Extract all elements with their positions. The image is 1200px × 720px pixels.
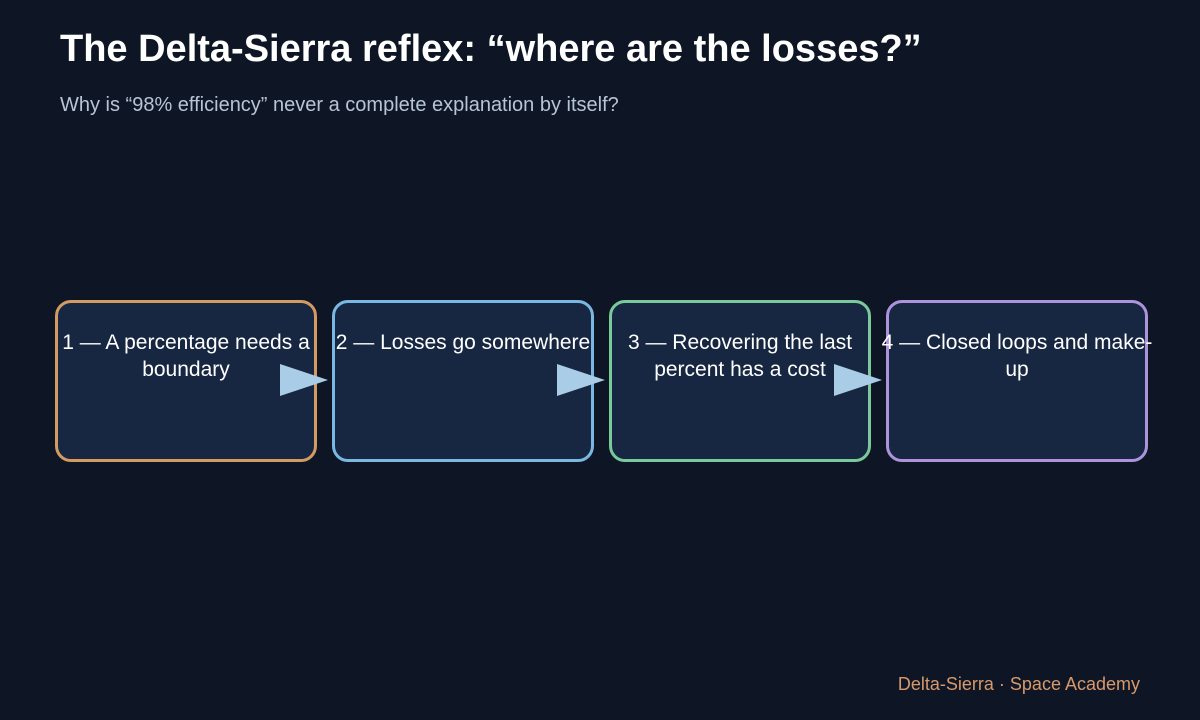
step-label: 3 — Recovering the last percent has a co… [627,331,853,381]
footer-credit: Delta-Sierra · Space Academy [897,674,1140,694]
step-box-3: 3 — Recovering the last percent has a co… [609,300,871,462]
step-label: 2 — Losses go somewhere [335,331,591,354]
step-box-4: 4 — Closed loops and make-up [882,300,1152,462]
arrow-right-icon [834,364,882,396]
page-subtitle: Why is “98% efficiency” never a complete… [60,94,619,116]
step-label: 4 — Closed loops and make-up [881,331,1153,381]
arrow-right-icon [557,364,605,396]
page-title: The Delta-Sierra reflex: “where are the … [60,28,922,70]
step-box-2: 2 — Losses go somewhere [332,300,594,462]
step-box-1: 1 — A percentage needs a boundary [55,300,317,462]
step-label: 1 — A percentage needs a boundary [62,331,310,381]
arrow-right-icon [280,364,328,396]
